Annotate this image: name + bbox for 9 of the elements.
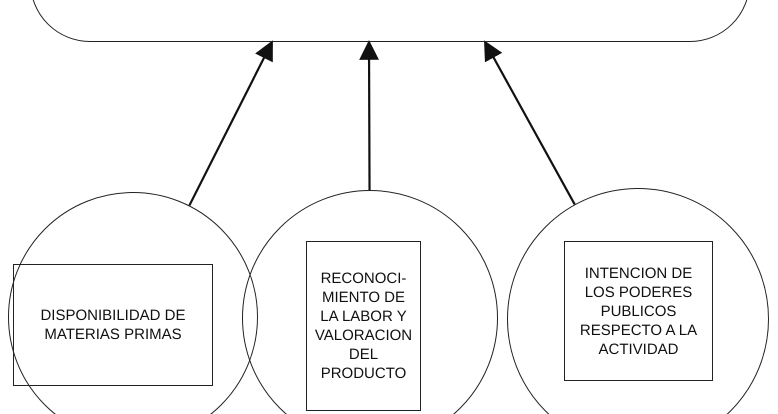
text-box: INTENCION DE LOS PODERES PUBLICOS RESPECTO A LA ACTIVIDAD xyxy=(564,241,713,381)
text-box: DISPONIBILIDAD DE MATERIAS PRIMAS xyxy=(13,264,213,386)
arrow xyxy=(359,40,379,190)
arrow xyxy=(188,40,273,206)
circle-shape xyxy=(8,192,258,414)
text-box: RECONOCI- MIENTO DE LA LABOR Y VALORACION DEL PRODUCTO xyxy=(306,241,421,411)
arrow xyxy=(484,40,576,205)
circle-shape xyxy=(507,188,769,414)
circle-shape xyxy=(242,190,498,414)
